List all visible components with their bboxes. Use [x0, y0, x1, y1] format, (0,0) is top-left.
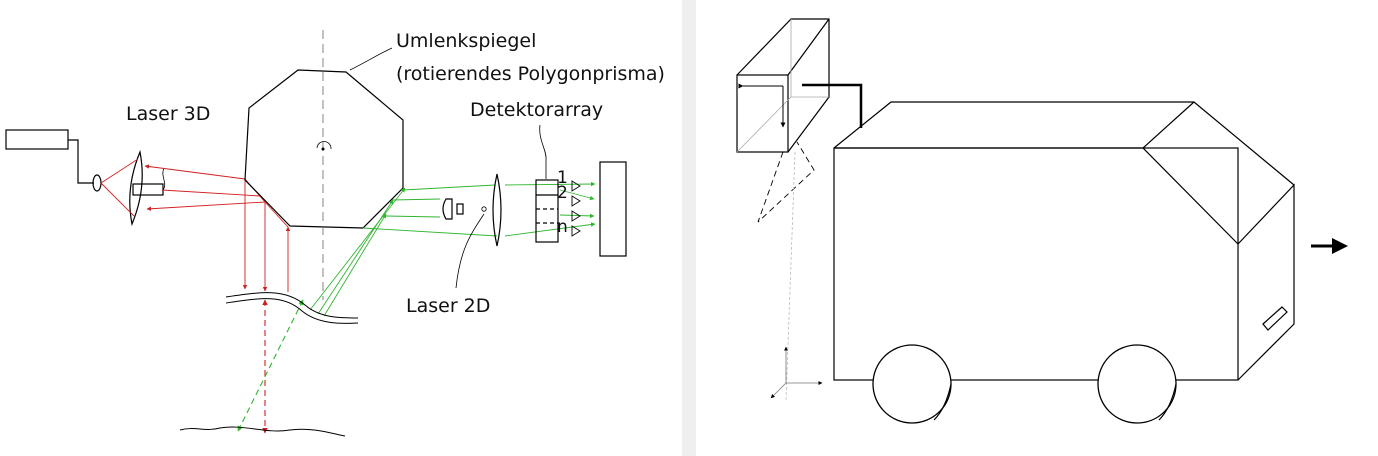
label-detector: Detektorarray	[470, 99, 603, 121]
rotation-icon	[316, 141, 332, 150]
axis-cross-icon	[770, 346, 823, 399]
wheel-icon-rear	[1097, 344, 1177, 424]
scanned-surface	[225, 292, 359, 319]
label-laser3d: Laser 3D	[126, 103, 210, 125]
detector-pointer	[539, 124, 547, 179]
label-det-n: n	[557, 217, 568, 237]
label-det-1: 1	[557, 168, 568, 188]
scanner-schematic: Umlenkspiegel (rotierendes Polygonprisma…	[5, 30, 665, 437]
laser2d-source	[481, 206, 487, 212]
rotation-center	[321, 147, 325, 151]
label-mirror-line1: Umlenkspiegel	[396, 30, 536, 52]
laser3d-detector	[132, 183, 164, 196]
laser3d-pointer	[162, 167, 166, 191]
wheel-shadow-rear	[1158, 383, 1177, 421]
wheel-shadow	[933, 383, 952, 421]
label-mirror-line2: (rotierendes Polygonprisma)	[396, 63, 665, 85]
wheel-icon	[872, 344, 952, 424]
mounting-bracket	[802, 83, 863, 128]
detector-array	[535, 179, 559, 243]
vehicle-diagram	[736, 18, 1348, 424]
scanner-schematic-panel: Umlenkspiegel (rotierendes Polygonprisma…	[0, 0, 682, 456]
amplifier-icons	[571, 180, 581, 237]
scanned-surface-lower	[225, 298, 359, 324]
ground-surface	[179, 426, 346, 437]
laser3d-lens	[129, 149, 143, 227]
label-det-2: 2	[557, 183, 568, 203]
scanner-box-icon	[736, 18, 830, 401]
mirror-pointer	[349, 47, 393, 71]
laser3d-emitter	[92, 174, 102, 192]
processing-unit	[599, 161, 627, 257]
laser2d-rays	[237, 181, 596, 432]
laser2d-lens	[492, 173, 502, 247]
laser2d-emitter	[456, 203, 464, 215]
laser2d-small-lens	[442, 198, 453, 220]
vehicle-icon	[833, 101, 1295, 381]
vehicle-diagram-panel	[696, 0, 1378, 456]
label-laser2d: Laser 2D	[406, 295, 490, 317]
direction-arrow-head	[1332, 238, 1348, 254]
laser3d-cable	[68, 139, 94, 184]
laser3d-rays	[100, 158, 291, 434]
laser2d-pointer	[455, 213, 485, 289]
laser3d-housing	[5, 129, 69, 150]
